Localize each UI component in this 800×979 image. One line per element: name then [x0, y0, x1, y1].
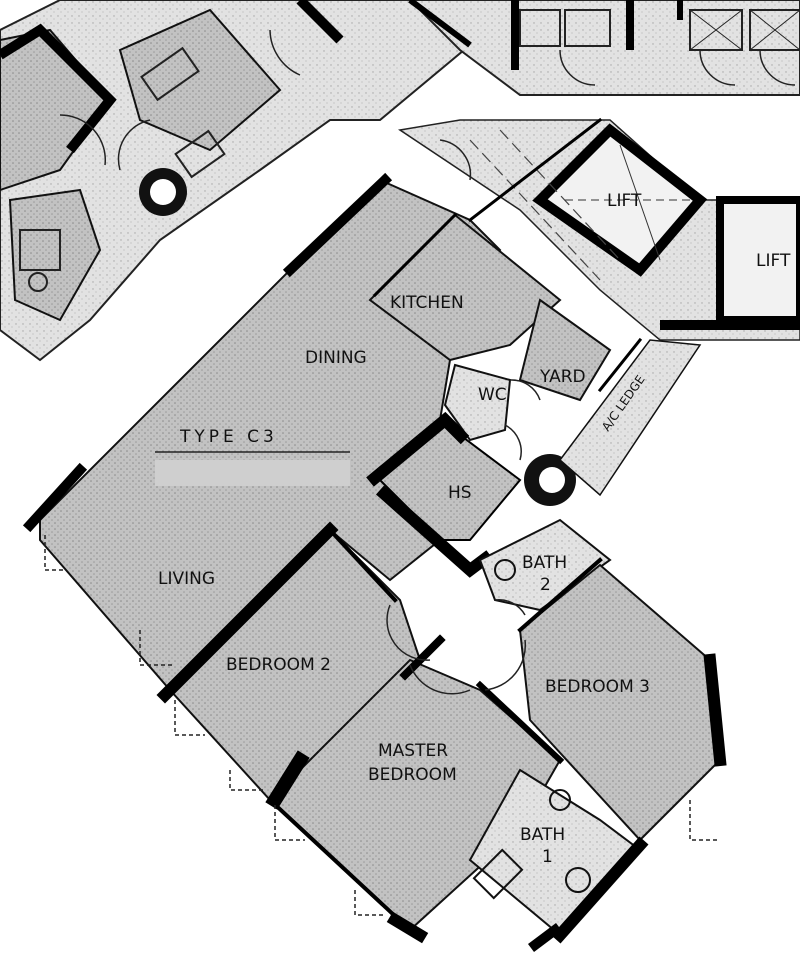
door-swings [44, 139, 720, 916]
bath-1-label-line1: BATH [520, 825, 565, 845]
master-bedroom-label-line2: BEDROOM [368, 765, 457, 785]
bath-2-label-line1: BATH [522, 553, 567, 573]
wc-label: WC [478, 385, 507, 405]
master-bedroom-label-line1: MASTER [378, 741, 448, 761]
lift-b-label: LIFT [756, 251, 791, 271]
neighbour-units [0, 0, 472, 362]
bedroom-3-label: BEDROOM 3 [545, 677, 650, 697]
living-label: LIVING [158, 569, 215, 589]
type-label: TYPE C3 [179, 427, 278, 447]
walls [22, 117, 727, 952]
common-fixtures-top [408, 0, 800, 96]
redacted-label-bar [155, 460, 350, 486]
bath-2-label-line2: 2 [540, 575, 551, 595]
lift-a-label: LIFT [607, 191, 642, 211]
kitchen-label: KITCHEN [390, 293, 464, 313]
lift-lobby [398, 119, 800, 341]
hs-label: HS [448, 483, 472, 503]
unit-type-c3 [39, 178, 722, 937]
dining-label: DINING [305, 348, 367, 368]
yard-label: YARD [539, 367, 586, 387]
bedroom-2-label: BEDROOM 2 [226, 655, 331, 675]
bath-1-label-line2: 1 [542, 847, 553, 867]
